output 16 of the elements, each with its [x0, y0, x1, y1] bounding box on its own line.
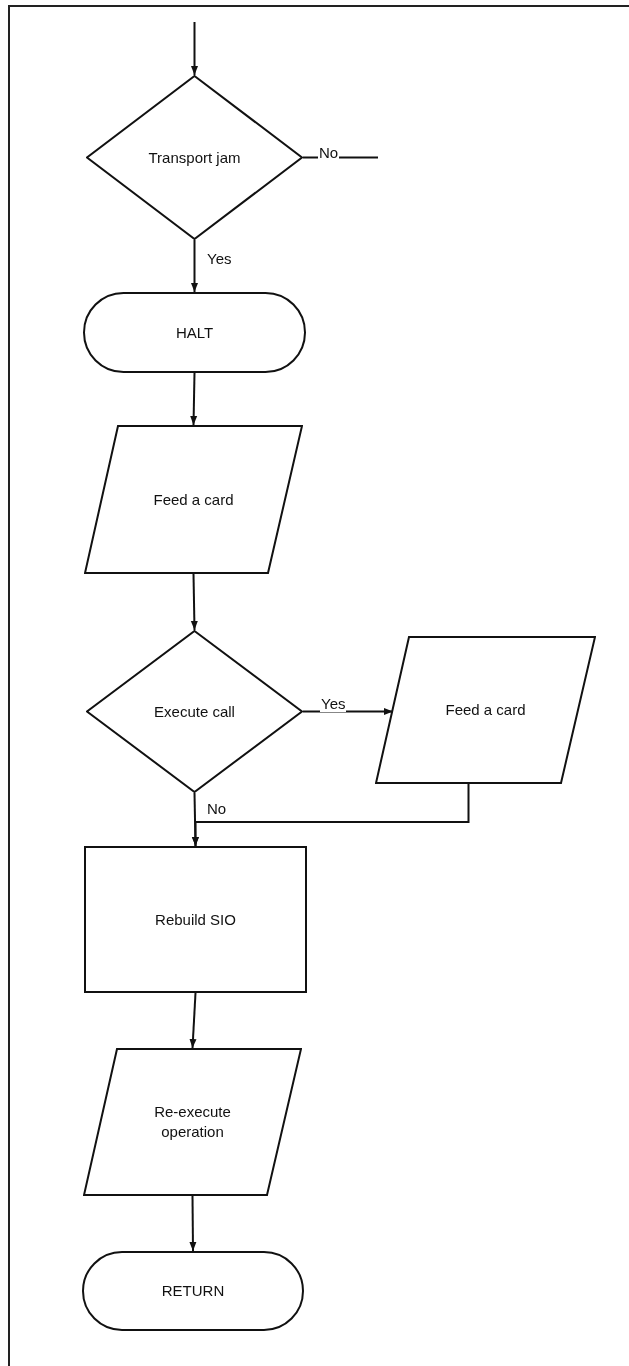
arrow [191, 239, 198, 293]
arrow [192, 783, 470, 847]
arrow [191, 21, 198, 76]
node-label: Rebuild SIO [154, 909, 237, 930]
node-label: HALT [174, 322, 215, 343]
arrow [190, 372, 198, 426]
node-label: Transport jam [147, 147, 242, 168]
node-label: Re-execute operation [153, 1102, 232, 1142]
node-label: Feed a card [152, 489, 235, 510]
arrow [189, 992, 197, 1049]
node-label: RETURN [160, 1281, 226, 1301]
node-label: Feed a card [444, 700, 527, 720]
arrow [189, 1195, 197, 1252]
arrow [191, 792, 199, 847]
arrow [190, 573, 198, 631]
node-label: Execute call [153, 701, 236, 722]
